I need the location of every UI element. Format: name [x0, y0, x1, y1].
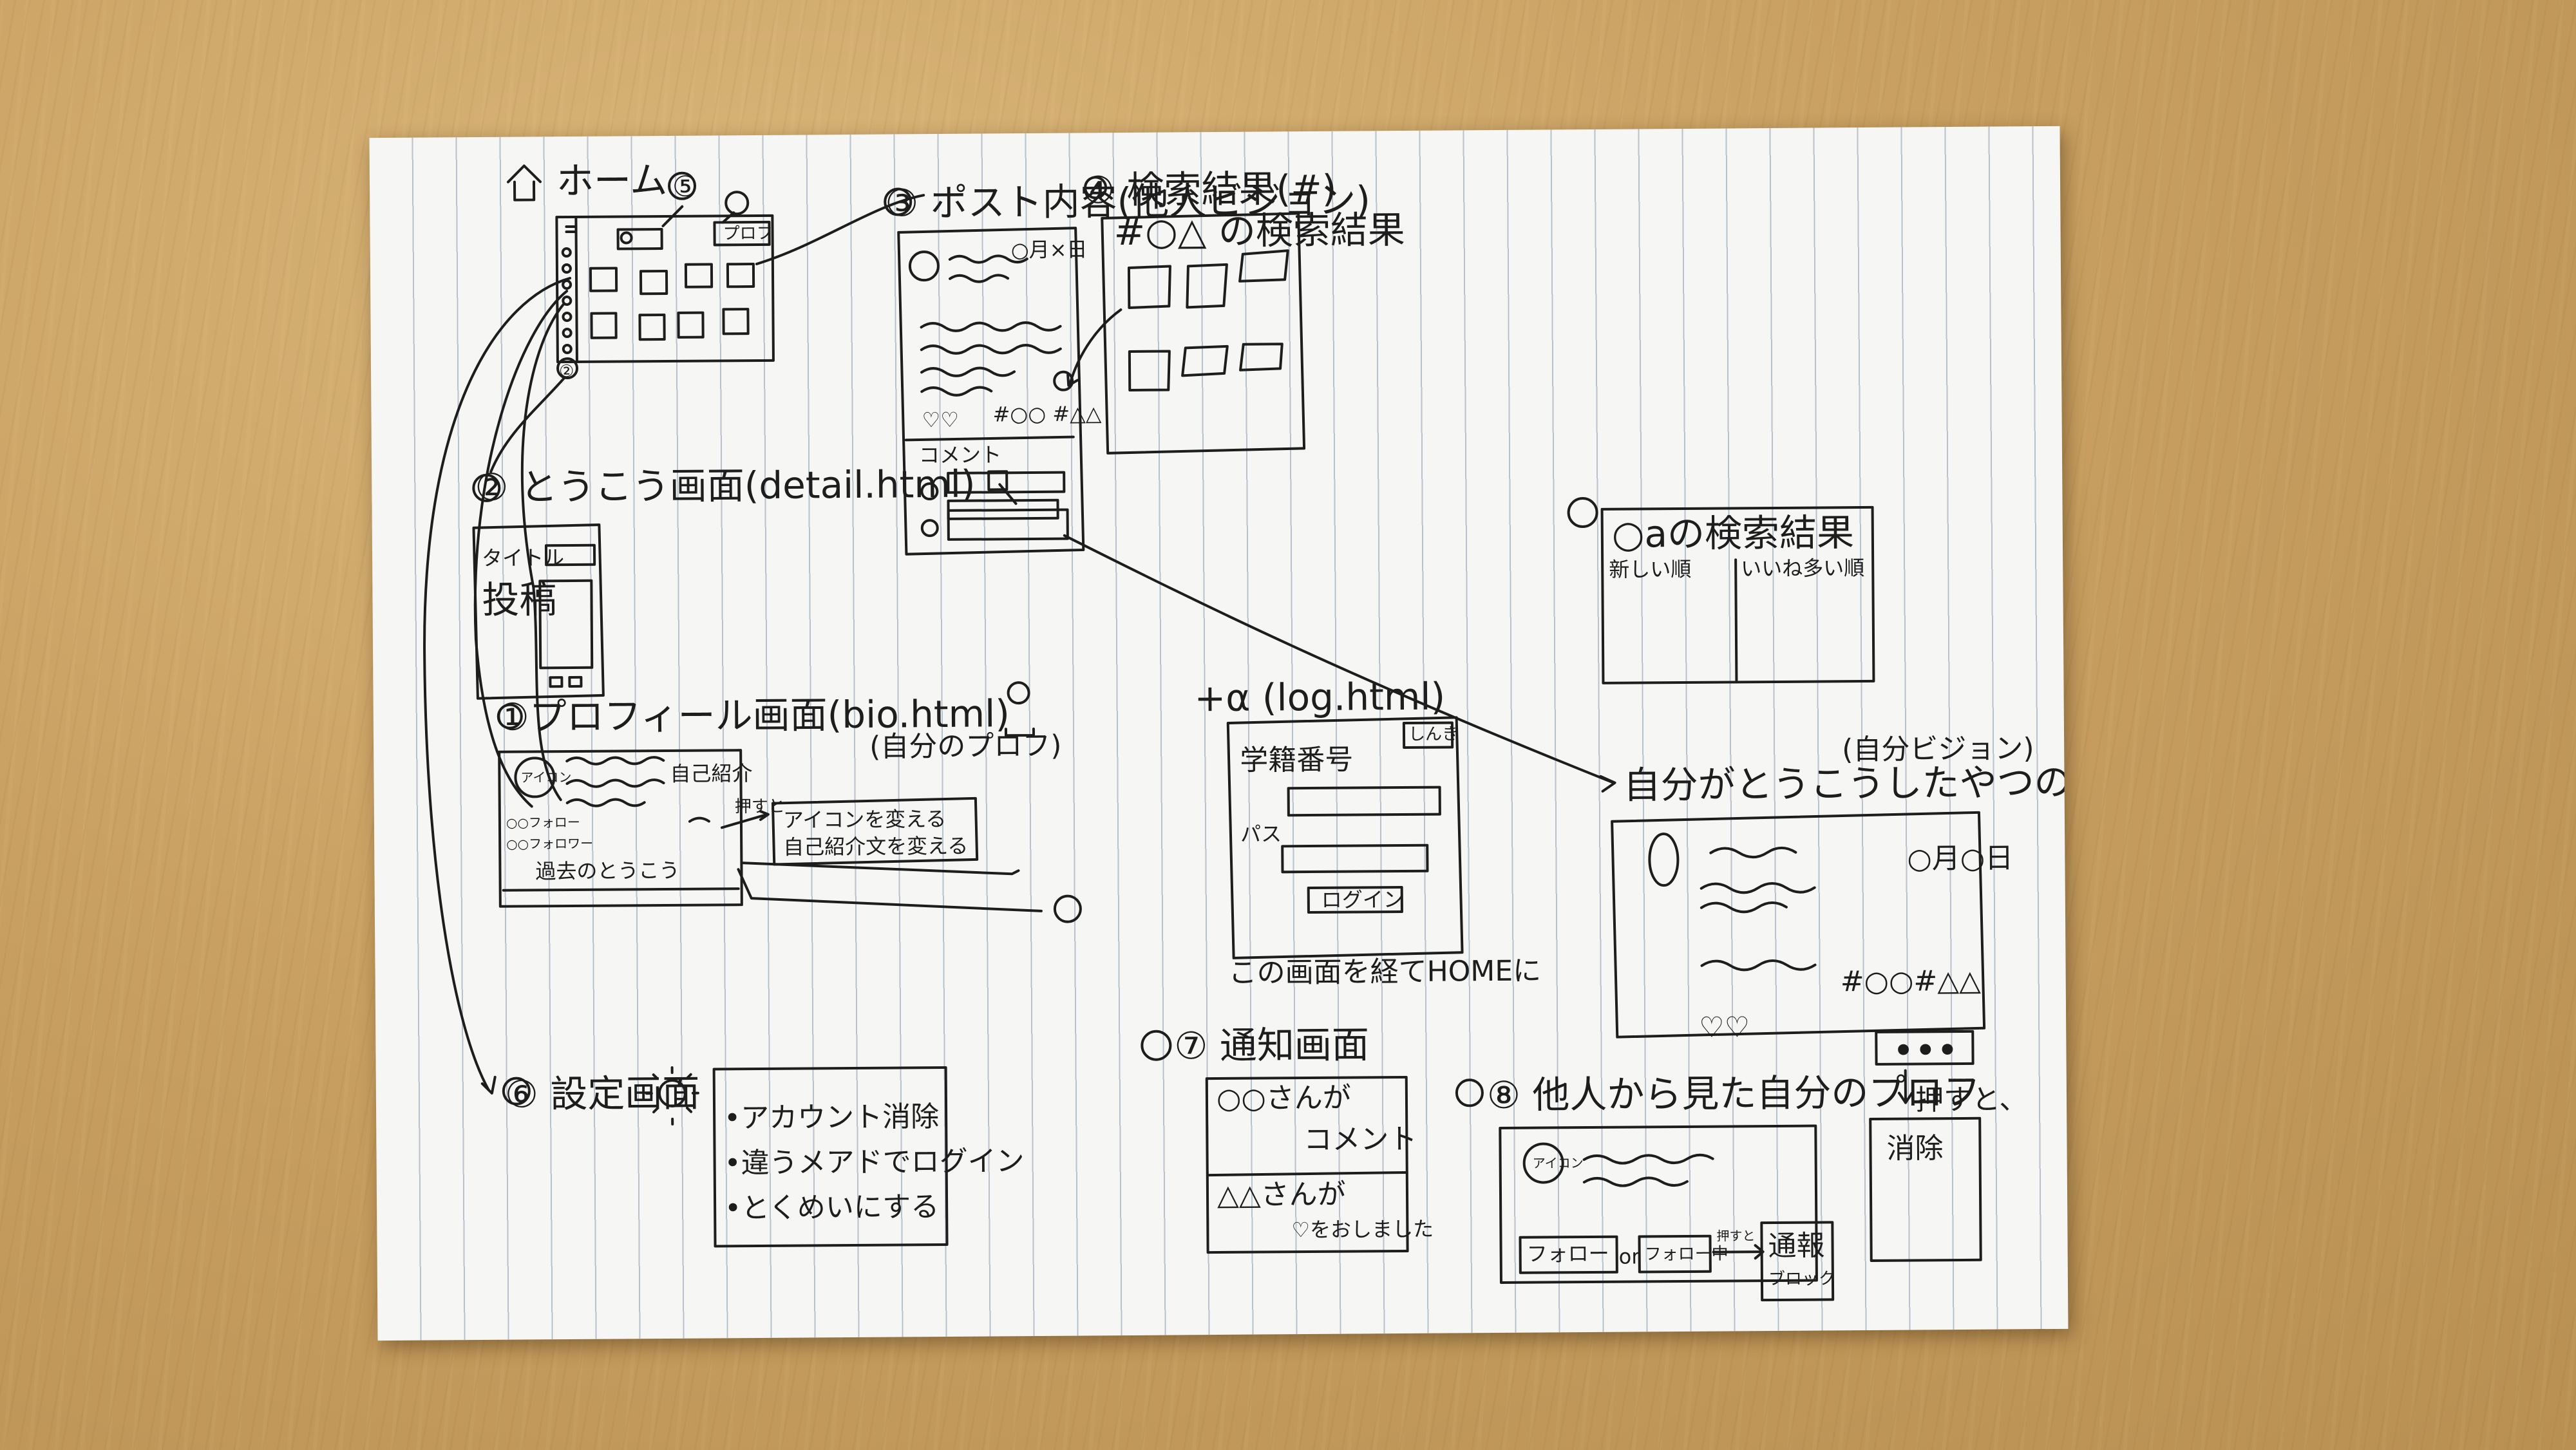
notify-title: ⑦ 通知画面: [1174, 1022, 1370, 1068]
own-post-date: ○月○日: [1907, 842, 2014, 876]
own-post-actions: ♡♡: [1699, 1011, 1750, 1044]
post-actions: ♡♡: [922, 407, 960, 433]
own-post-tags: #○○#△△: [1840, 964, 1982, 999]
others-view-press-note: 押すと: [1716, 1228, 1756, 1244]
post-tags: #○○ #△△: [992, 401, 1102, 427]
tag-search-title: ④ 検索結果(#): [1081, 166, 1337, 212]
bio-followers: ○○フォロワー: [506, 835, 594, 852]
bio-press-note: 押すと: [734, 796, 785, 817]
keyword-search-title: ○aの検索結果: [1611, 511, 1855, 556]
detail-label-title: タイトル: [481, 545, 565, 570]
post-comment-label: コメント: [918, 442, 1002, 468]
login-title: +α (log.html): [1194, 674, 1446, 720]
others-view-icon-label: アイコン: [1532, 1155, 1584, 1171]
login-button: ログイン: [1321, 887, 1404, 912]
others-view-following-button: フォロー中: [1644, 1244, 1728, 1265]
own-post-note: (自分ビジョン): [1842, 732, 2034, 767]
bio-edit-note-1: アイコンを変える: [782, 806, 947, 833]
own-post-delete-label: 消除: [1886, 1132, 1944, 1165]
others-view-report: 通報: [1768, 1229, 1825, 1263]
others-view-title: ⑧ 他人から見た自分のプロフ: [1486, 1069, 1981, 1118]
bio-past-posts: 過去のとうこう: [535, 858, 680, 884]
tag-search-header: #○△ の検索結果: [1113, 207, 1406, 254]
bio-icon-label: アイコン: [520, 769, 572, 786]
settings-title: ⑥ 設定画面: [504, 1071, 700, 1116]
notify-item2-a: △△さんが: [1217, 1178, 1346, 1212]
sketch-paper: ホーム ⑤ プロフ ② ② とうこう画面(detail.html) タイトル 投…: [369, 126, 2069, 1341]
others-view-follow-button: フォロー: [1526, 1241, 1609, 1266]
bio-following: ○○フォロー: [506, 814, 580, 831]
detail-label-post: 投稿: [482, 578, 557, 622]
bio-intro-label: 自己紹介: [670, 761, 753, 786]
login-student-id-label: 学籍番号: [1240, 743, 1354, 777]
login-corner-label: しんき: [1408, 724, 1459, 744]
home-post-number: ②: [558, 361, 574, 382]
sketch-drawing: [423, 164, 1986, 1302]
notify-item2-b: ♡をおしました: [1291, 1216, 1434, 1243]
home-profile-label: プロフ: [723, 223, 773, 244]
detail-title: ② とうこう画面(detail.html): [475, 462, 976, 510]
keyword-search-tab-likes: いいね多い順: [1741, 555, 1865, 581]
own-post-more-button: •••: [1892, 1028, 1959, 1073]
login-caption: この画面を経てHOMEに: [1228, 954, 1542, 990]
own-post-title: 自分がとうこうしたやつの画面.ver: [1623, 759, 2069, 807]
settings-item-other-email: •違うメアドでログイン: [724, 1145, 1025, 1180]
home-title: ホーム: [556, 158, 668, 203]
keyword-search-tab-new: 新しい順: [1609, 556, 1692, 582]
settings-item-anonymous: •とくめいにする: [724, 1191, 940, 1225]
bio-edit-note-2: 自己紹介文を変える: [783, 833, 969, 860]
settings-item-delete: •アカウント消除: [723, 1100, 940, 1135]
home-screen-sketch: [506, 164, 775, 364]
others-view-or: or: [1618, 1244, 1640, 1269]
others-view-block: ブロック: [1768, 1269, 1836, 1290]
home-search-number: ⑤: [672, 170, 698, 203]
notify-item1-b: コメント: [1303, 1122, 1417, 1157]
post-date: ○月×日: [1010, 237, 1088, 263]
login-password-label: パス: [1240, 822, 1282, 847]
notify-item1-a: ○○さんが: [1216, 1081, 1351, 1116]
bio-note: (自分のプロフ): [869, 729, 1062, 764]
